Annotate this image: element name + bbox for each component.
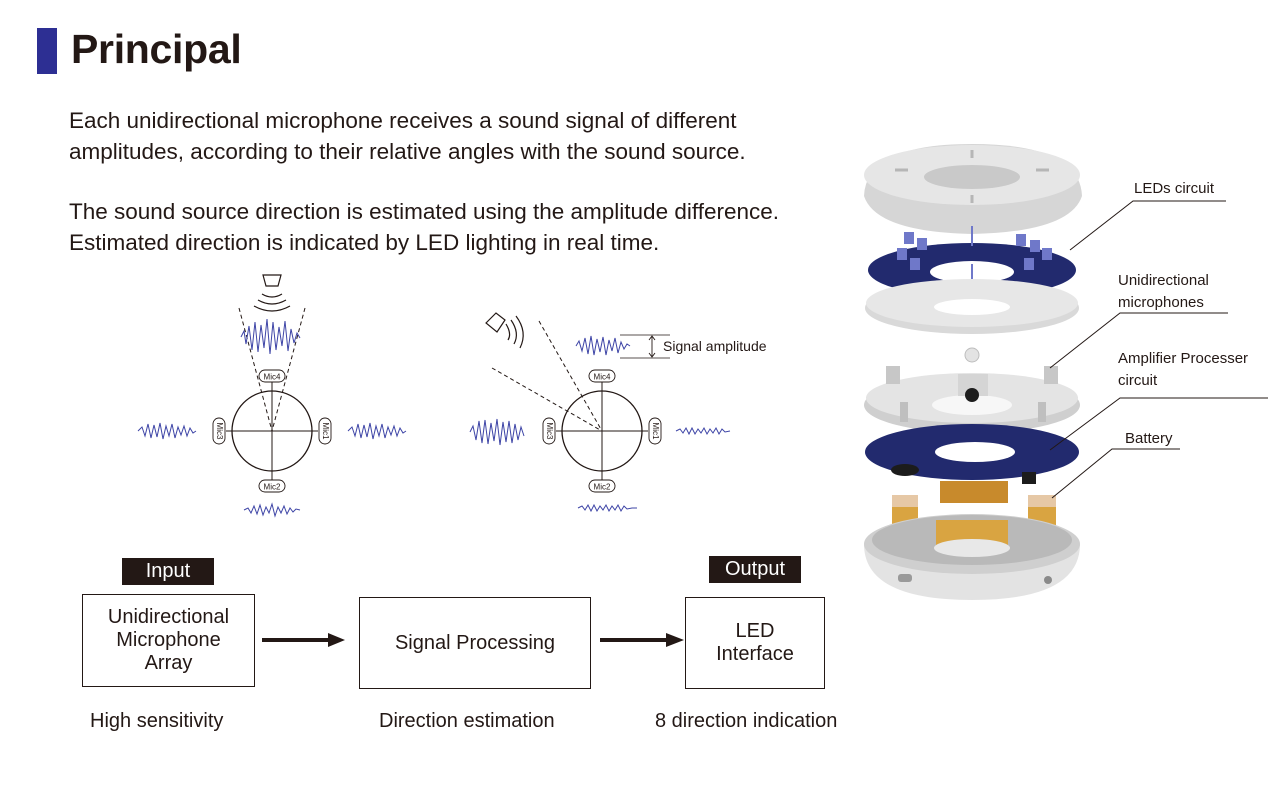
unidirectional-mics-label-1: Unidirectional	[1118, 272, 1209, 289]
mic1-label: Mic1	[321, 423, 330, 440]
mic2-pill	[258, 479, 286, 493]
mic2-pill-right	[588, 479, 616, 493]
waveform-mic1-right	[675, 426, 731, 436]
caption-high-sensitivity: High sensitivity	[90, 710, 224, 732]
mic1-pill-right	[648, 417, 662, 445]
processor-ring	[864, 347, 1080, 433]
signal-processing-box: Signal Processing	[359, 597, 591, 689]
description-paragraph-1: Each unidirectional microphone receives …	[69, 105, 746, 167]
mic4-label: Mic4	[264, 373, 281, 382]
led-box-line-2: Interface	[716, 643, 794, 665]
mic-box-line-3: Array	[144, 652, 193, 674]
mic1-pill	[318, 417, 332, 445]
waveform-mic4-right	[575, 335, 631, 356]
paragraph-1-line-1: Each unidirectional microphone receives …	[69, 108, 737, 133]
input-tag: Input	[122, 558, 214, 585]
mic3-label: Mic3	[215, 423, 224, 440]
device-exploded-view: LEDs circuit Unidirectional microphones …	[864, 144, 1268, 600]
description-paragraph-2: The sound source direction is estimated …	[69, 196, 779, 258]
page-title: Principal	[71, 26, 242, 72]
waveform-mic1	[347, 422, 407, 440]
waveform-mic2-small	[243, 502, 301, 518]
mic2-label: Mic2	[264, 483, 281, 492]
battery-label: Battery	[1125, 430, 1173, 447]
speaker-icon-angled	[485, 312, 524, 349]
caption-direction-estimation: Direction estimation	[379, 710, 555, 732]
flow-arrow-1	[262, 633, 345, 647]
mic-box-line-2: Microphone	[116, 629, 221, 651]
mic3-pill	[212, 417, 226, 445]
top-cover	[864, 144, 1082, 234]
paragraph-2-line-2: Estimated direction is indicated by LED …	[69, 230, 660, 255]
mic4-label-right: Mic4	[594, 373, 611, 382]
waveform-mic2-right	[577, 503, 637, 513]
mic-diagram-front-source: Mic4 Mic2 Mic3 Mic1	[137, 274, 407, 518]
signal-processing-label: Signal Processing	[394, 631, 556, 654]
leds-circuit-label: LEDs circuit	[1134, 180, 1215, 197]
waveform-mic3-right	[469, 418, 525, 446]
led-box-line-1: LED	[735, 620, 775, 642]
amplifier-label-2: circuit	[1118, 372, 1158, 389]
mic4-pill-right	[588, 369, 616, 383]
battery-cells	[892, 481, 1056, 525]
mic2-label-right: Mic2	[594, 483, 611, 492]
mic1-label-right: Mic1	[651, 423, 660, 440]
paragraph-1-line-2: amplitudes, according to their relative …	[69, 139, 746, 164]
caption-direction-indication: 8 direction indication	[655, 710, 838, 732]
mic4-pill	[258, 369, 286, 383]
amplifier-label-1: Amplifier Processer	[1118, 350, 1248, 367]
output-tag: Output	[709, 556, 801, 583]
led-interface-box: LED Interface	[685, 597, 825, 689]
mic3-label-right: Mic3	[545, 423, 554, 440]
mic-box-line-1: Unidirectional	[107, 606, 230, 628]
mic-plate	[865, 279, 1079, 334]
bottom-case	[864, 514, 1080, 600]
title-accent-bar	[37, 28, 57, 74]
waveform-mic4-large	[240, 318, 301, 355]
paragraph-2-line-1: The sound source direction is estimated …	[69, 199, 779, 224]
mic3-pill-right	[542, 417, 556, 445]
mic-diagram-angled-source: Mic4 Mic2 Mic3 Mic1 Signal amplitude	[469, 312, 767, 513]
unidirectional-mics-label-2: microphones	[1118, 294, 1204, 311]
waveform-mic3	[137, 422, 197, 440]
microphone-array-box: Unidirectional Microphone Array	[82, 594, 255, 687]
flow-arrow-2	[600, 633, 684, 647]
speaker-icon	[253, 274, 291, 312]
signal-amplitude-label: Signal amplitude	[663, 338, 767, 354]
leader-lines	[1049, 200, 1268, 499]
amplifier-board	[865, 424, 1079, 484]
